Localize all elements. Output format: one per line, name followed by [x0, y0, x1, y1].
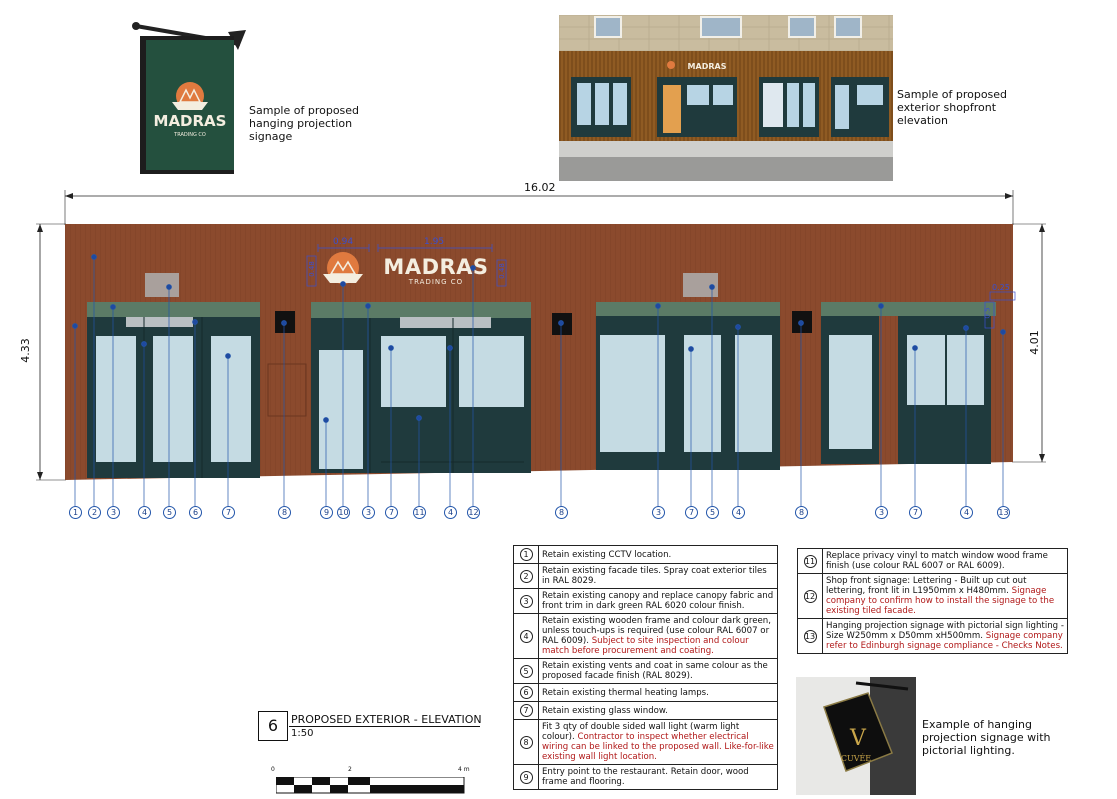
overall-width-dim: 16.02 — [524, 181, 556, 194]
drawing-number-box: 6 — [258, 711, 288, 741]
svg-text:CUVÉE: CUVÉE — [841, 754, 871, 763]
shop-sign-lettering: MADRAS TRADING CO — [378, 256, 494, 286]
callout-3d: 3 — [875, 506, 888, 519]
svg-text:TRADING CO: TRADING CO — [173, 132, 206, 138]
callout-12: 12 — [467, 506, 480, 519]
sign-icon-width-dim: 0.94 — [333, 237, 354, 247]
shopfront-caption: Sample of proposed exterior shopfront el… — [897, 88, 1008, 127]
svg-text:V: V — [849, 726, 867, 751]
callout-7c: 7 — [685, 506, 698, 519]
callout-13: 13 — [997, 506, 1010, 519]
hanging-sign-sample: MADRAS TRADING CO — [128, 18, 248, 176]
callout-8b: 8 — [555, 506, 568, 519]
svg-text:MADRAS: MADRAS — [154, 112, 227, 130]
projection-sign-height-dim: 0.5 — [983, 307, 992, 319]
callout-4: 4 — [138, 506, 151, 519]
callout-3: 3 — [107, 506, 120, 519]
callout-10: 10 — [337, 506, 350, 519]
callout-4b: 4 — [444, 506, 457, 519]
right-height-dim: 4.01 — [1027, 330, 1041, 355]
scale-label-4: 4 m — [458, 766, 470, 773]
callout-1: 1 — [69, 506, 82, 519]
callout-11: 11 — [413, 506, 426, 519]
callout-4c: 4 — [732, 506, 745, 519]
callout-3c: 3 — [652, 506, 665, 519]
scale-label-2: 2 — [348, 766, 352, 773]
svg-text:MADRAS: MADRAS — [688, 62, 727, 71]
shop-sign-name: MADRAS — [383, 255, 489, 279]
callout-5: 5 — [163, 506, 176, 519]
callout-2: 2 — [88, 506, 101, 519]
sign-text-width-dim: 1.95 — [424, 237, 445, 247]
projection-sign-width-dim: 0.25 — [992, 283, 1010, 292]
callout-5b: 5 — [706, 506, 719, 519]
callout-row: 1 2 3 4 5 6 7 8 9 10 3 7 11 4 12 8 3 7 5… — [0, 506, 1117, 520]
shopfront-photo: MADRAS — [559, 15, 893, 181]
callout-4d: 4 — [960, 506, 973, 519]
callout-8: 8 — [278, 506, 291, 519]
sign-height-dim-right: 0.48 — [497, 263, 506, 279]
callout-8c: 8 — [795, 506, 808, 519]
callout-6: 6 — [189, 506, 202, 519]
callout-7d: 7 — [909, 506, 922, 519]
elevation-drawing — [36, 190, 1046, 506]
drawing-scale: 1:50 — [291, 728, 314, 739]
lighting-example-caption: Example of hanging projection signage wi… — [922, 718, 1051, 757]
callout-7: 7 — [222, 506, 235, 519]
hanging-sign-caption: Sample of proposed hanging projection si… — [249, 104, 360, 143]
lighting-example-photo: V CUVÉE — [796, 677, 916, 795]
left-height-dim: 4.33 — [18, 338, 32, 363]
drawing-title: PROPOSED EXTERIOR - ELEVATION — [291, 713, 482, 726]
callout-9: 9 — [320, 506, 333, 519]
sign-height-dim-left: 0.48 — [307, 261, 316, 277]
callout-3b: 3 — [362, 506, 375, 519]
callout-7b: 7 — [385, 506, 398, 519]
scale-label-0: 0 — [271, 766, 275, 773]
title-underline — [289, 726, 480, 727]
scale-bar — [276, 777, 465, 794]
shop-sign-sub: TRADING CO — [408, 278, 464, 286]
